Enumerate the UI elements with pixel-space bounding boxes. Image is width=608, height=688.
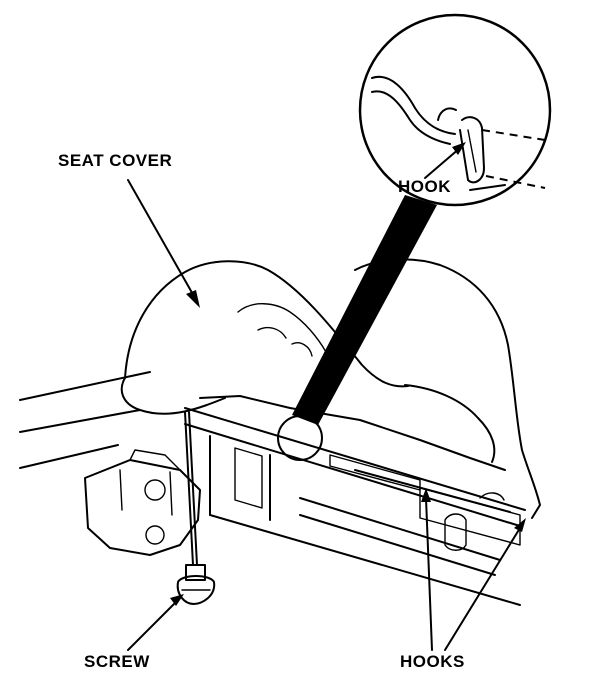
seat-cushion <box>120 258 541 519</box>
screw-label: SCREW <box>84 652 150 671</box>
hook-detail-circle <box>358 13 552 207</box>
hook-label: HOOK <box>398 177 451 196</box>
leader-lines <box>127 142 526 651</box>
hooks-label: HOOKS <box>400 652 465 671</box>
zoom-cone <box>277 195 437 461</box>
seat-frame <box>19 371 526 606</box>
left-bracket <box>84 449 201 556</box>
seat-cover-label: SEAT COVER <box>58 151 173 170</box>
screw <box>176 411 216 605</box>
